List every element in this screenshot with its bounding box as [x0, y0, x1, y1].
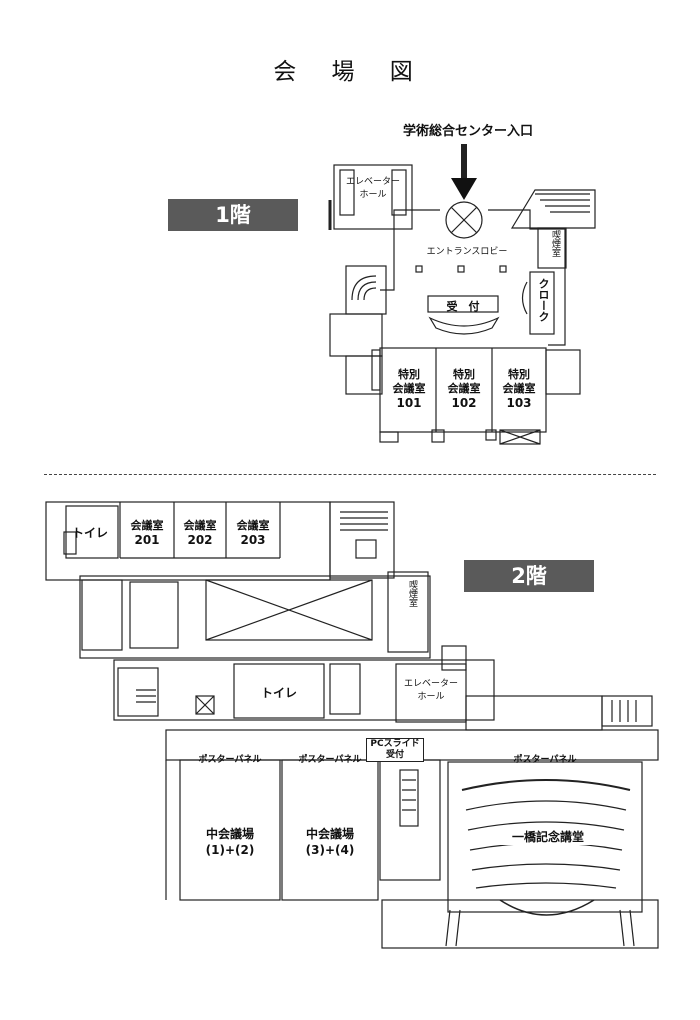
f2-stairs-north	[329, 501, 395, 579]
floor-separator	[44, 474, 656, 475]
f2-room-201-number: 201	[134, 533, 160, 547]
floor-2-badge: 2階	[464, 560, 594, 592]
f1-room-102: 特別 会議室 102	[437, 368, 491, 410]
f1-room-102-line1: 特別	[453, 368, 475, 381]
f1-reception-box	[427, 295, 499, 313]
f2-room-203-line1: 会議室	[236, 519, 270, 532]
f1-smoking-room	[537, 227, 567, 269]
f2-poster-panel-3: ポスターパネル	[513, 755, 577, 765]
floor-1-badge: 1階	[168, 199, 298, 231]
f1-elevator-hall-label: エレベーター ホール	[345, 177, 400, 200]
f2-auditorium-box	[447, 761, 643, 913]
f2-atrium-block	[79, 575, 431, 659]
f2-hall-a-label: 中会議場 (1)+(2)	[205, 827, 255, 857]
f2-poster-panel-2: ポスターパネル	[298, 755, 362, 765]
revolving-door	[445, 201, 483, 239]
f1-cloak-label: クローク	[537, 278, 550, 322]
entrance-arrow-head	[451, 178, 477, 200]
f1-room-102-line2: 会議室	[447, 382, 481, 395]
f1-elevator-hall	[333, 164, 413, 230]
f1-entrance-lobby-label: エントランスロビー	[426, 247, 508, 257]
f2-toilet-center-label: トイレ	[260, 686, 297, 700]
f1-room-101-line2: 会議室	[392, 382, 426, 395]
f1-room-103-line2: 会議室	[502, 382, 536, 395]
f2-hall-b	[281, 759, 379, 901]
f1-cloak-box	[529, 271, 555, 335]
f2-room-201: 会議室 201	[121, 518, 173, 548]
f1-room-103: 特別 会議室 103	[492, 368, 546, 410]
f1-smoking-room-label: 喫煙室	[550, 230, 560, 257]
page-title: 会 場 図	[273, 59, 427, 85]
f2-smoking-room	[387, 571, 429, 653]
f1-reception-label: 受 付	[446, 300, 480, 313]
entrance-label: 学術総合センター入口	[402, 124, 533, 139]
f1-stairs-ne	[510, 189, 596, 229]
f2-atrium-void	[205, 579, 373, 641]
f2-hall-b-label: 中会議場 (3)+(4)	[305, 827, 355, 857]
f2-room-202: 会議室 202	[175, 518, 225, 548]
f2-toilet-center-box	[233, 663, 325, 719]
f2-room-201-line1: 会議室	[130, 519, 164, 532]
f1-room-101-number: 101	[396, 396, 422, 410]
f2-poster-panel-1: ポスターパネル	[198, 755, 262, 765]
f2-toilet-label: トイレ	[71, 526, 108, 540]
f2-elevator-hall-label: エレベーター ホール	[403, 679, 458, 702]
f2-room-202-number: 202	[187, 533, 213, 547]
f2-smoking-room-label: 喫煙室	[407, 580, 417, 607]
f1-room-102-number: 102	[451, 396, 477, 410]
f2-room-203-number: 203	[240, 533, 266, 547]
f1-room-103-number: 103	[506, 396, 532, 410]
f1-room-101: 特別 会議室 101	[382, 368, 436, 410]
f1-room-101-line1: 特別	[398, 368, 420, 381]
f2-middle-row	[113, 659, 495, 721]
f2-pc-slide-label: PCスライド 受付	[366, 738, 424, 762]
f2-room-202-line1: 会議室	[183, 519, 217, 532]
f2-room-203: 会議室 203	[227, 518, 279, 548]
f2-hall-a	[179, 759, 281, 901]
f2-auditorium-label: 一橋記念講堂	[500, 828, 596, 845]
f2-elevator-hall	[395, 663, 467, 723]
f1-room-103-line1: 特別	[508, 368, 530, 381]
